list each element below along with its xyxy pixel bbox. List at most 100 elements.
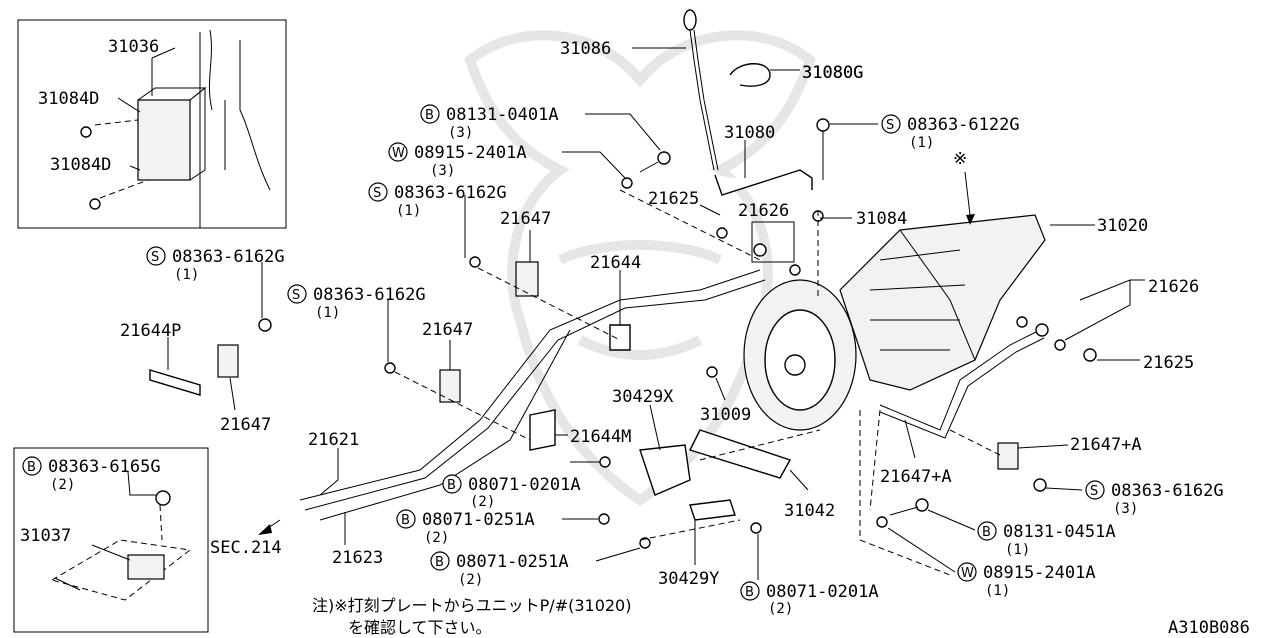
- label-21647-a: 21647: [500, 209, 551, 229]
- bolts: [258, 118, 1097, 549]
- label-31036: 31036: [108, 37, 159, 57]
- input-shaft: [784, 354, 806, 376]
- dipstick-handle: [683, 9, 697, 31]
- label-21644P: 21644P: [120, 321, 181, 341]
- callout-c6-code: 08363-6122G: [907, 115, 1020, 135]
- callout-c9-code: 08071-0251A: [422, 510, 535, 530]
- callout-c6-qty: (1): [909, 135, 934, 151]
- label-21621: 21621: [308, 430, 359, 450]
- svg-text:S: S: [151, 250, 159, 265]
- callout-c9-qty: (2): [424, 530, 449, 546]
- callout-c7-code: 08363-6165G: [48, 457, 161, 477]
- control-unit-body: [137, 99, 191, 181]
- callout-c6: S 08363-6122G (1): [830, 114, 1020, 151]
- callout-c5: S 08363-6162G (1): [287, 284, 426, 362]
- callout-c10: B 08071-0251A (2): [430, 547, 641, 588]
- callout-c3-qty: (1): [396, 203, 421, 219]
- callout-c4-code: 08363-6162G: [172, 247, 285, 267]
- label-21626-top: 21626: [738, 201, 789, 221]
- label-31009: 31009: [700, 405, 751, 425]
- svg-text:B: B: [745, 585, 754, 600]
- label-21647A-a: 21647+A: [1070, 435, 1142, 455]
- label-31080G: 31080G: [802, 63, 863, 83]
- screw-31084D-lower: [89, 198, 101, 210]
- plate-31042: [689, 429, 792, 479]
- label-31020: 31020: [1097, 216, 1148, 236]
- svg-text:B: B: [401, 513, 410, 528]
- callout-c11: B 08071-0201A (2): [740, 534, 879, 617]
- callout-c10-qty: (2): [458, 572, 483, 588]
- callout-c9: B 08071-0251A (2): [396, 509, 598, 546]
- inset-frame: [17, 19, 287, 229]
- label-21647A-b: 21647+A: [880, 467, 952, 487]
- label-30429Y: 30429Y: [658, 569, 719, 589]
- callout-c13-code: 08131-0451A: [1003, 522, 1116, 542]
- bracket-30429X: [639, 444, 691, 496]
- label-31084: 31084: [856, 209, 907, 229]
- label-21625-right: 21625: [1143, 353, 1194, 373]
- sensor-31037: [127, 554, 165, 580]
- callout-c7: B 08363-6165G (2): [22, 456, 161, 496]
- callout-c13-qty: (1): [1005, 542, 1030, 558]
- callout-c4-qty: (1): [174, 267, 199, 283]
- callout-c3-code: 08363-6162G: [394, 183, 507, 203]
- svg-text:S: S: [886, 118, 894, 133]
- svg-text:B: B: [425, 108, 434, 123]
- bolt-08363-6165G: [155, 490, 171, 506]
- svg-text:B: B: [447, 478, 456, 493]
- footnote-line2: を確認して下さい。: [348, 618, 492, 637]
- bracket-21644M: [529, 409, 556, 451]
- label-31084D-b: 31084D: [50, 155, 111, 175]
- transmission-31020: 31020 ※: [743, 149, 1148, 431]
- label-21623: 21623: [332, 548, 383, 568]
- svg-text:B: B: [982, 525, 991, 540]
- clamp-21647-a: [515, 261, 539, 297]
- callout-c2-code: 08915-2401A: [414, 143, 527, 163]
- svg-text:W: W: [961, 566, 974, 581]
- inset-sensor: 31037: [13, 447, 209, 633]
- label-21644M: 21644M: [570, 427, 631, 447]
- svg-text:W: W: [392, 146, 405, 161]
- label-21647-b: 21647: [422, 320, 473, 340]
- assembly-dashlines: [394, 189, 1001, 576]
- callout-c14-qty: (1): [985, 583, 1010, 599]
- callout-c5-code: 08363-6162G: [313, 285, 426, 305]
- label-21626-right: 21626: [1148, 277, 1199, 297]
- diagram-id: A310B086: [1168, 618, 1250, 638]
- callout-c12: S 08363-6162G (3): [1045, 480, 1224, 517]
- label-21647-c: 21647: [220, 415, 271, 435]
- clamp-21647A: [997, 442, 1019, 470]
- bracket-21644: [609, 324, 631, 351]
- callout-c14-code: 08915-2401A: [983, 563, 1096, 583]
- callout-c1-qty: (3): [448, 125, 473, 141]
- svg-text:S: S: [1090, 484, 1098, 499]
- clamp-21647-b: [439, 369, 461, 403]
- label-31084D-a: 31084D: [38, 89, 99, 109]
- part-labels: 21625 21626 31084 21647 21644 21647 2164…: [120, 189, 1199, 589]
- label-31037: 31037: [20, 526, 71, 546]
- svg-text:S: S: [292, 288, 300, 303]
- callout-c10-code: 08071-0251A: [456, 552, 569, 572]
- callout-c8: B 08071-0201A (2): [442, 461, 600, 510]
- callout-c7-qty: (2): [50, 477, 75, 493]
- svg-text:S: S: [373, 186, 381, 201]
- inset-control-unit: 31036 31084D 31084D: [17, 19, 287, 229]
- callout-c3: S 08363-6162G (1): [368, 182, 507, 258]
- label-sec214: SEC.214: [210, 538, 282, 558]
- clamp-21647-c: [217, 344, 239, 378]
- label-31080: 31080: [724, 123, 775, 143]
- label-21625-top: 21625: [648, 189, 699, 209]
- callout-c1: B 08131-0401A (3): [420, 104, 661, 151]
- inset-frame-2: [13, 447, 209, 633]
- callout-c14: W 08915-2401A (1): [887, 527, 1096, 599]
- footnote-line1: 注)※打刻プレートからユニットP/#(31020): [312, 596, 631, 615]
- callout-c12-qty: (3): [1113, 501, 1138, 517]
- callout-c2: W 08915-2401A (3): [388, 142, 626, 179]
- dipstick-assembly: 31086 31080G 31080G 31080: [560, 9, 863, 196]
- svg-text:B: B: [27, 460, 36, 475]
- callout-c11-code: 08071-0201A: [766, 582, 879, 602]
- callout-c4: S 08363-6162G (1): [146, 246, 285, 318]
- svg-text:B: B: [435, 555, 444, 570]
